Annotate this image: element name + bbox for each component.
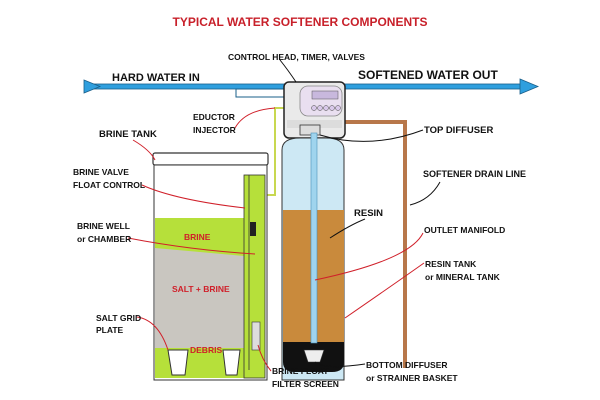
label-plate: PLATE — [96, 325, 124, 335]
label-drain-line: SOFTENER DRAIN LINE — [423, 169, 526, 179]
filter-screen-icon — [251, 321, 261, 351]
label-resin-tank: RESIN TANK — [425, 259, 477, 269]
label-hard-water-in: HARD WATER IN — [112, 72, 200, 84]
label-filter-screen: FILTER SCREEN — [272, 379, 339, 389]
label-salt-grid: SALT GRID — [96, 313, 141, 323]
label-or-chamber: or CHAMBER — [77, 234, 131, 244]
label-float-control: FLOAT CONTROL — [73, 180, 145, 190]
label-salt-brine: SALT + BRINE — [172, 284, 230, 294]
label-control-head: CONTROL HEAD, TIMER, VALVES — [228, 52, 365, 62]
inflow-arrow-icon — [83, 79, 102, 94]
label-top-diffuser: TOP DIFFUSER — [424, 125, 493, 136]
brine-tank — [152, 152, 269, 381]
diagram-title: TYPICAL WATER SOFTENER COMPONENTS — [173, 15, 428, 29]
label-softened-water-out: SOFTENED WATER OUT — [358, 68, 498, 82]
label-outlet-manifold: OUTLET MANIFOLD — [424, 225, 505, 235]
resin-tank — [281, 124, 345, 381]
top-diffuser-icon — [299, 124, 321, 136]
bottom-diffuser-icon — [303, 349, 325, 363]
label-mineral-tank: or MINERAL TANK — [425, 272, 501, 282]
label-strainer-basket: or STRAINER BASKET — [366, 373, 458, 383]
label-eductor: EDUCTOR — [193, 112, 235, 122]
label-brine: BRINE — [184, 232, 211, 242]
label-injector: INJECTOR — [193, 125, 236, 135]
label-brine-valve: BRINE VALVE — [73, 167, 129, 177]
label-brine-tank: BRINE TANK — [99, 129, 157, 140]
label-resin: RESIN — [354, 208, 383, 219]
label-brine-float: BRINE FLOAT — [272, 366, 329, 376]
label-debris: DEBRIS — [190, 345, 222, 355]
label-bottom-diffuser: BOTTOM DIFFUSER — [366, 360, 448, 370]
drain-line — [345, 120, 407, 368]
label-brine-well: BRINE WELL — [77, 221, 130, 231]
leader-lines — [127, 59, 441, 372]
outflow-arrow-icon — [519, 78, 540, 95]
